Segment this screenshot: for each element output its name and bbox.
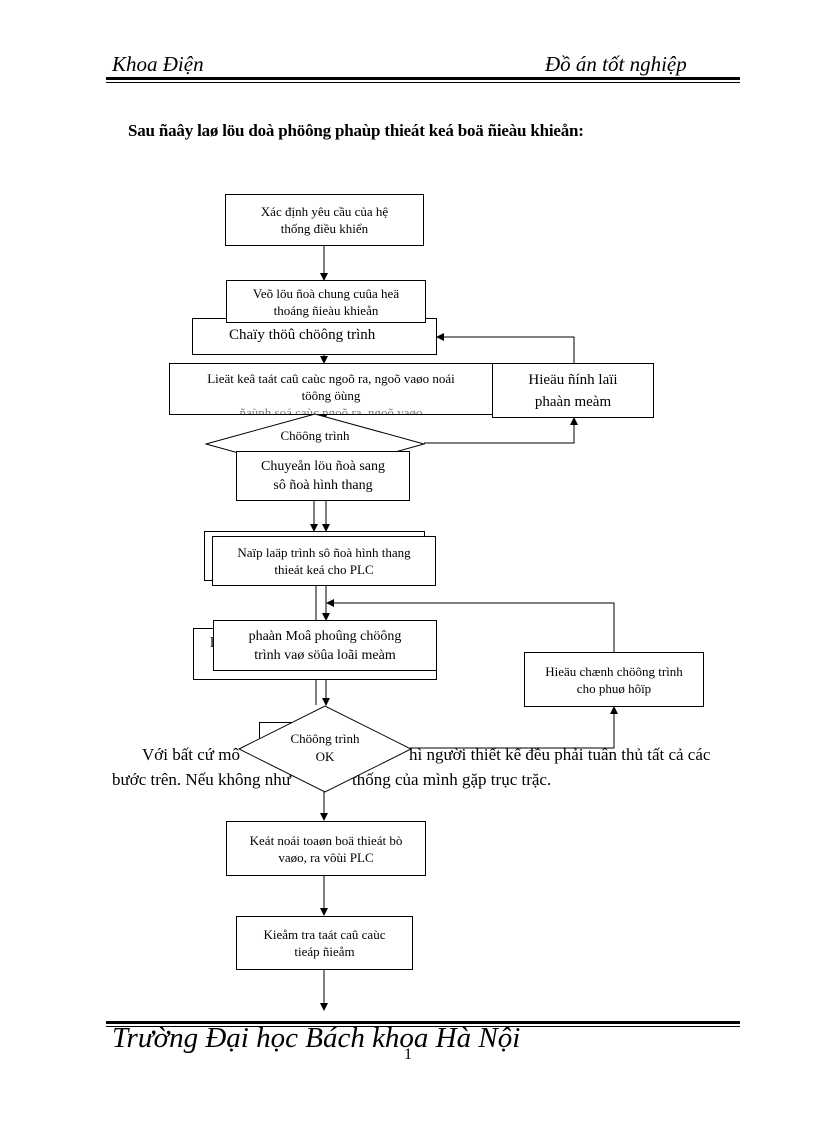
loop1-to-side [424, 417, 578, 444]
box8-line2: tieáp ñieåm [294, 944, 355, 959]
header-rule-thin [106, 82, 740, 83]
paragraph-line-2b: thống của mình gặp trục trặc. [352, 770, 552, 789]
side1-line1: Hieäu ñính laïi [528, 371, 618, 388]
box6-line1: phaàn Moâ phoûng chöông [248, 628, 402, 644]
box3-overlap-text: ñaùnh soá caùc ngoõ ra, ngoõ vaøo [239, 405, 423, 415]
box5-line2: thieát keá cho PLC [274, 562, 374, 577]
box-revise-software: Hieäu ñính laïi phaàn meàm [492, 363, 654, 418]
section-heading: Sau ñaây laø löu doà phöông phaùp thieát… [128, 121, 584, 140]
box4-line1: Chuyeån löu ñoà sang [260, 459, 386, 474]
box-adjust-program: Hieäu chænh chöông trình cho phuø hôïp [524, 652, 704, 707]
box5-line1: Naïp laäp trình sô ñoà hình thang [237, 545, 411, 560]
box7-line1: Keát noái toaøn boä thieát bò [249, 832, 403, 848]
box2-behind-text: Chaïy thöû chöông trình [229, 327, 376, 343]
box-check-contacts: Kieåm tra taát caû caùc tieáp ñieåm [236, 916, 413, 970]
loop2-to-side [410, 706, 618, 749]
box-simulate-program: phaàn Moâ phoûng chöông trình vaø söûa l… [213, 620, 437, 671]
diamond2-label-2: OK [315, 749, 335, 764]
decision-diamond-2 [238, 705, 412, 793]
paragraph-line-2a: bước trên. Nếu không như [112, 770, 291, 789]
page-number: 1 [404, 1046, 412, 1063]
header-department: Khoa Điện [112, 52, 204, 76]
box-convert-to-ladder: Chuyeån löu ñoà sang sô ñoà hình thang [236, 451, 410, 501]
box1-line2: thống điều khiển [280, 221, 369, 236]
box2-line2: thoáng ñieàu khieån [273, 302, 379, 318]
footer-university: Trường Đại học Bách khoa Hà Nội [112, 1022, 521, 1054]
footer-rule-thick [106, 1021, 740, 1024]
box6-line2: trình vaø söûa loãi meàm [254, 647, 396, 663]
box7-line2: vaøo, ra vôùi PLC [278, 849, 374, 865]
box-run-program-behind: Chaïy thöû chöông trình [192, 318, 437, 355]
box6-behind-text: l [210, 635, 214, 652]
side1-line2: phaàn meàm [534, 393, 612, 410]
paragraph-line-1b: hì người thiết kế đều phải tuân thủ tất … [409, 745, 711, 764]
box1-line1: Xác định yêu cầu của hệ [260, 204, 389, 219]
box3-line2: töông öùng [301, 388, 361, 403]
box-load-ladder-to-plc: Naïp laäp trình sô ñoà hình thang thieát… [212, 536, 436, 586]
loop1-back [436, 333, 575, 363]
box-determine-requirements: Xác định yêu cầu của hệ thống điều khiển [225, 194, 424, 246]
box4-line2: sô ñoà hình thang [273, 478, 373, 493]
side2-line1: Hieäu chænh chöông trình [545, 663, 683, 679]
box3-line1: Lieät keâ taát caû caùc ngoõ ra, ngoõ va… [207, 371, 455, 386]
box-connect-devices: Keát noái toaøn boä thieát bò vaøo, ra v… [226, 821, 426, 876]
diamond1-label-1: Chöông trình [280, 428, 350, 443]
box8-line1: Kieåm tra taát caû caùc [263, 927, 386, 942]
box-list-io: Lieät keâ taát caû caùc ngoõ ra, ngoõ va… [169, 363, 493, 415]
header-rule-thick [106, 77, 740, 80]
paragraph-line-1a: Với bất cứ mô [142, 745, 240, 764]
box2-line1: Veõ löu ñoà chung cuûa heä [252, 285, 400, 301]
box-draw-flowchart: Veõ löu ñoà chung cuûa heä thoáng ñieàu … [226, 280, 426, 323]
loop2-back [326, 599, 615, 652]
footer-rule-thin [106, 1026, 740, 1027]
diamond2-label-1: Chöông trình [290, 731, 360, 746]
header-document-type: Đồ án tốt nghiệp [545, 52, 687, 76]
side2-line2: cho phuø hôïp [576, 680, 652, 696]
